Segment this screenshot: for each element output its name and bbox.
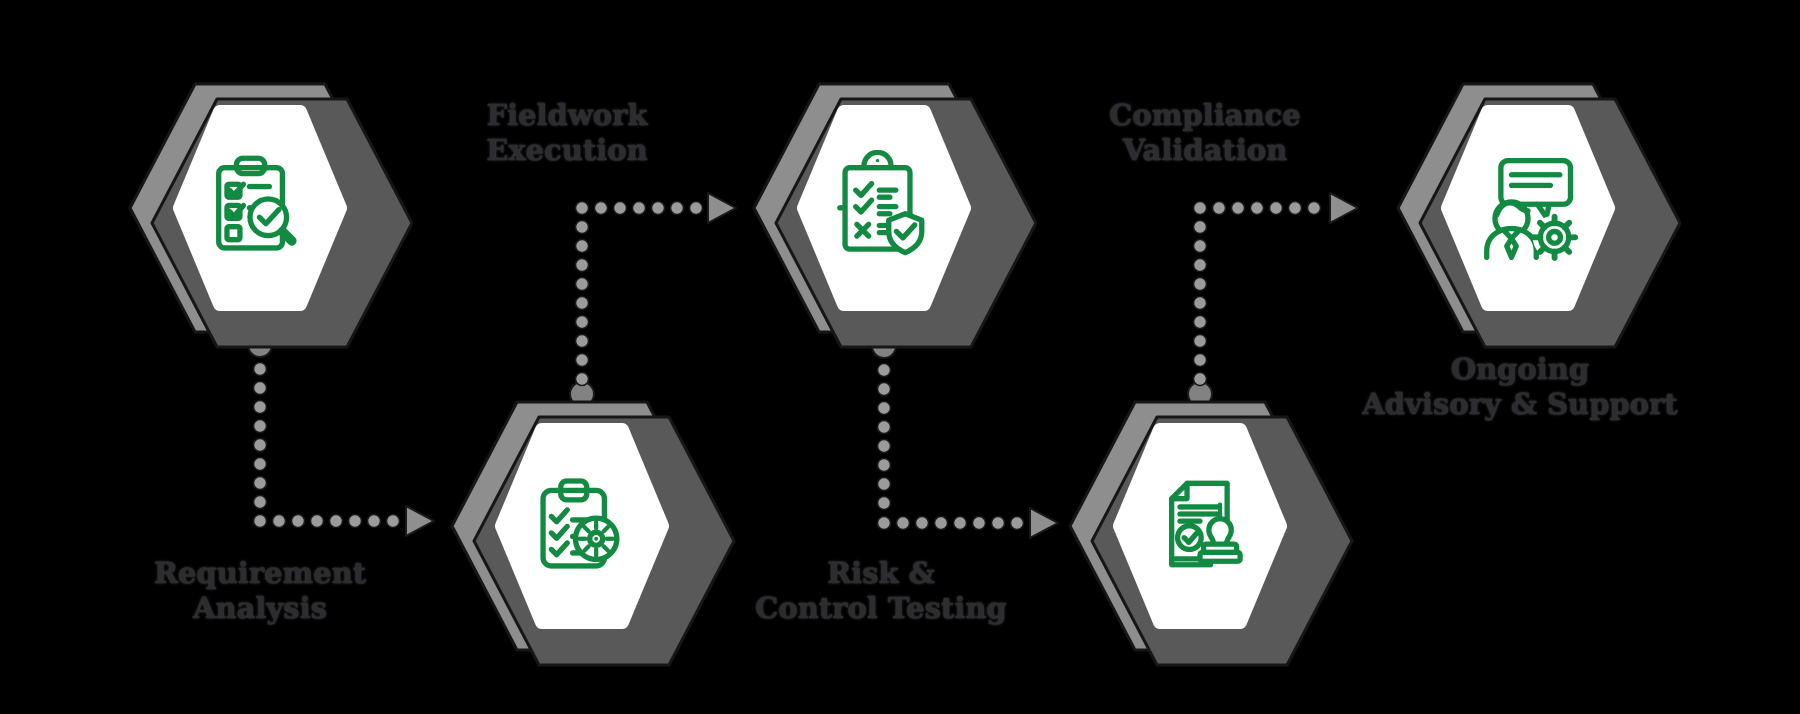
label-line: Risk & [827, 556, 935, 590]
step-label-risk-control-testing: Risk & Control Testing [691, 556, 1071, 626]
connector-4 [1187, 192, 1359, 407]
step-label-requirement-analysis: Requirement Analysis [70, 556, 450, 626]
label-line: Execution [486, 133, 648, 167]
arrowhead-icon [1329, 192, 1359, 224]
step-label-compliance-validation: Compliance Validation [1015, 98, 1395, 168]
step-node-ongoing-advisory-support [1373, 68, 1713, 378]
label-line: Advisory & Support [1362, 387, 1678, 421]
step-node-risk-control-testing [729, 68, 1069, 378]
step-label-ongoing-advisory-support: Ongoing Advisory & Support [1330, 352, 1710, 422]
advisor-speech-gear-icon [1484, 157, 1579, 261]
connector-1 [247, 332, 435, 537]
clipboard-checklist-gear-icon [540, 478, 620, 569]
hexagon-badge [1068, 400, 1354, 667]
step-label-fieldwork-execution: Fieldwork Execution [377, 98, 757, 168]
label-line: Validation [1122, 133, 1288, 167]
label-line: Ongoing [1450, 352, 1590, 386]
arrowhead-icon [405, 505, 435, 537]
arrowhead-icon [1029, 507, 1059, 539]
arrowhead-icon [707, 192, 737, 224]
label-line: Fieldwork [486, 98, 648, 132]
document-stamp-check-icon [1169, 480, 1243, 568]
label-line: Analysis [193, 591, 327, 625]
connector-2 [569, 192, 737, 407]
step-node-fieldwork-execution [427, 386, 767, 696]
step-node-compliance-validation [1045, 386, 1385, 696]
label-line: Compliance [1109, 98, 1301, 132]
label-line: Requirement [153, 556, 367, 590]
clipboard-magnifier-check-icon [216, 155, 297, 251]
step-node-requirement-analysis [105, 68, 445, 378]
label-line: Control Testing [755, 591, 1007, 625]
clipboard-shield-check-icon [837, 150, 925, 256]
connector-3 [871, 333, 1059, 539]
